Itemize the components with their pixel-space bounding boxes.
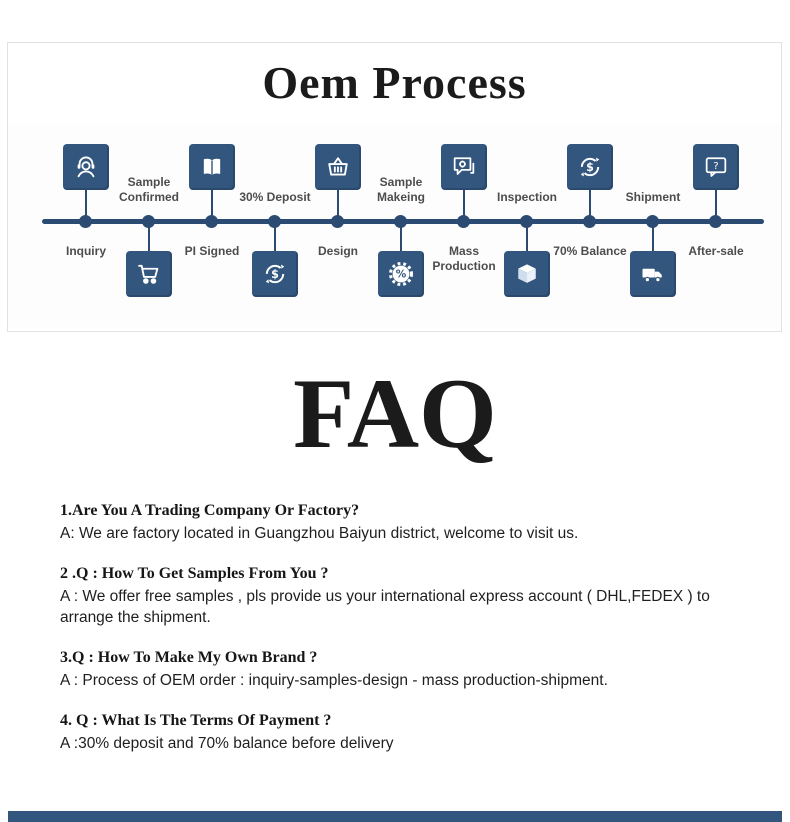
svg-text:%: %: [396, 269, 407, 281]
faq-list: 1.Are You A Trading Company Or Factory? A…: [60, 500, 765, 754]
timeline-dot: [142, 215, 155, 228]
process-step: % Sample Makeing: [361, 124, 441, 329]
connector-line: [526, 224, 528, 251]
svg-text:$: $: [586, 161, 594, 174]
process-step-label: Sample Makeing: [376, 175, 425, 204]
connector-line: [148, 224, 150, 251]
process-step: Inquiry: [46, 124, 126, 329]
connector-line: [400, 224, 402, 251]
process-step-label: 70% Balance: [553, 244, 627, 258]
process-step-label: Sample Confirmed: [119, 175, 179, 204]
faq-answer: A :30% deposit and 70% balance before de…: [60, 735, 394, 752]
faq-answer: A : Process of OEM order : inquiry-sampl…: [60, 672, 608, 689]
faq-title: FAQ: [293, 358, 497, 469]
process-step-label: 30% Deposit: [239, 190, 311, 204]
book-icon: [189, 144, 235, 190]
footer-bar: [8, 811, 782, 822]
basket-icon: [315, 144, 361, 190]
timeline-dot: [394, 215, 407, 228]
process-step-label: Inspection: [496, 190, 557, 204]
faq-answer: A : We offer free samples , pls provide …: [60, 588, 710, 626]
faq-section: FAQ 1.Are You A Trading Company Or Facto…: [0, 332, 790, 773]
svg-text:$: $: [271, 268, 279, 281]
cart-icon: [126, 251, 172, 297]
faq-question: 2 .Q : How To Get Samples From You ?: [60, 565, 329, 582]
process-step: ? After-sale: [676, 124, 756, 329]
process-step: Design: [298, 124, 378, 329]
money-cycle-icon: $: [252, 251, 298, 297]
timeline-dot: [205, 215, 218, 228]
connector-line: [85, 190, 87, 219]
process-step: $30% Deposit: [235, 124, 315, 329]
process-step: Inspection: [487, 124, 567, 329]
timeline-dot: [268, 215, 281, 228]
faq-question: 1.Are You A Trading Company Or Factory?: [60, 502, 360, 519]
faq-item: 4. Q : What Is The Terms Of Payment ? A :…: [60, 710, 765, 754]
connector-line: [463, 190, 465, 219]
timeline-dot: [709, 215, 722, 228]
connector-line: [715, 190, 717, 219]
faq-item: 2 .Q : How To Get Samples From You ? A : …: [60, 563, 765, 628]
truck-icon: [630, 251, 676, 297]
faq-item: 1.Are You A Trading Company Or Factory? A…: [60, 500, 765, 544]
chat-question-icon: ?: [693, 144, 739, 190]
timeline-dot: [520, 215, 533, 228]
connector-line: [274, 224, 276, 251]
headset-icon: [63, 144, 109, 190]
faq-question: 4. Q : What Is The Terms Of Payment ?: [60, 712, 332, 729]
timeline-dot: [79, 215, 92, 228]
box-icon: [504, 251, 550, 297]
faq-answer: A: We are factory located in Guangzhou B…: [60, 525, 579, 542]
oem-process-panel: Oem Process Inquiry Sample Confirmed PI Si…: [7, 42, 782, 332]
process-step-label: Design: [317, 244, 358, 258]
timeline-dot: [646, 215, 659, 228]
chat-gear-icon: [441, 144, 487, 190]
process-step-label: Mass Production: [432, 244, 496, 273]
process-step-label: Inquiry: [65, 244, 106, 258]
process-step-label: PI Signed: [184, 244, 240, 258]
timeline-dot: [331, 215, 344, 228]
connector-line: [589, 190, 591, 219]
svg-text:?: ?: [713, 161, 718, 172]
process-step-label: Shipment: [625, 190, 681, 204]
timeline-dot: [457, 215, 470, 228]
percent-badge-icon: %: [378, 251, 424, 297]
money-refresh-icon: $: [567, 144, 613, 190]
process-step: $70% Balance: [550, 124, 630, 329]
process-step: Sample Confirmed: [109, 124, 189, 329]
connector-line: [652, 224, 654, 251]
timeline-dot: [583, 215, 596, 228]
process-step: Mass Production: [424, 124, 504, 329]
connector-line: [211, 190, 213, 219]
process-step: PI Signed: [172, 124, 252, 329]
connector-line: [337, 190, 339, 219]
faq-item: 3.Q : How To Make My Own Brand ? A : Proc…: [60, 647, 765, 691]
process-step: Shipment: [613, 124, 693, 329]
process-title: Oem Process: [262, 57, 527, 108]
process-step-label: After-sale: [688, 244, 744, 258]
faq-question: 3.Q : How To Make My Own Brand ?: [60, 649, 318, 666]
